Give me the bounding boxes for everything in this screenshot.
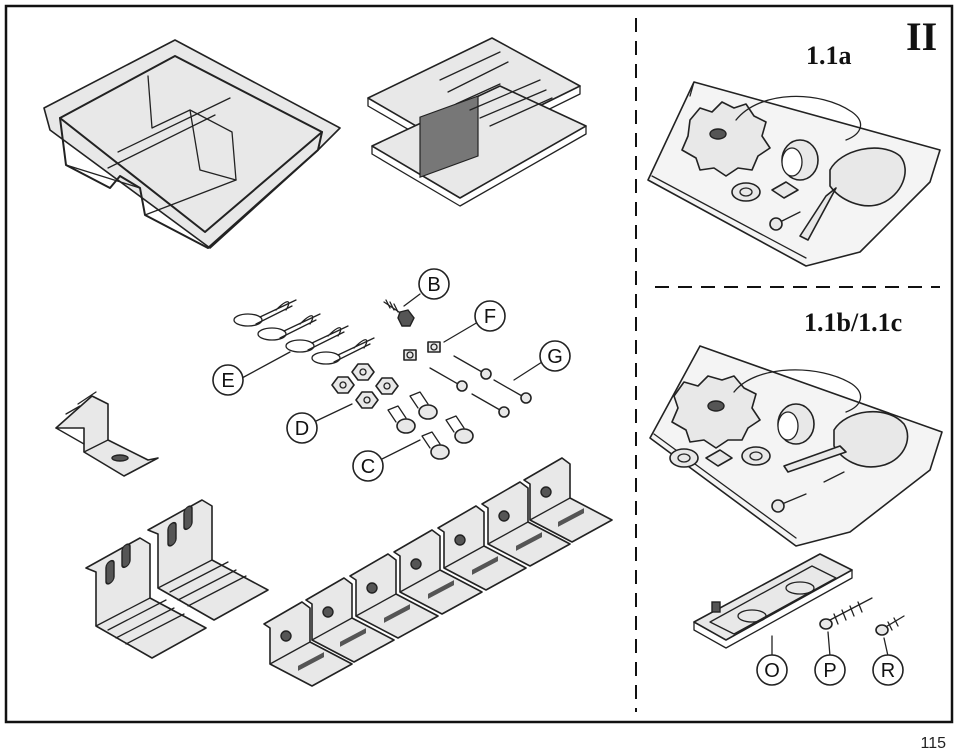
- svg-text:D: D: [295, 418, 309, 440]
- wood-screw: [819, 597, 873, 630]
- svg-text:F: F: [484, 306, 496, 328]
- part-label-c: C: [352, 450, 384, 482]
- svg-text:O: O: [764, 660, 780, 682]
- star-knob: [681, 101, 771, 177]
- small-angle-bracket: [55, 391, 159, 477]
- cylinder-cap-b: [777, 403, 815, 445]
- leader-line-p: [827, 631, 831, 657]
- packaging-tray: [43, 39, 341, 249]
- cylinder-cap: [781, 139, 819, 181]
- part-label-g: G: [539, 340, 571, 372]
- leader-line-d: [313, 403, 353, 423]
- leader-line-f: [443, 321, 479, 343]
- section-title-1-1b-1-1c: 1.1b/1.1c: [804, 308, 902, 337]
- small-brackets: [263, 457, 613, 687]
- svg-text:E: E: [221, 370, 234, 392]
- short-bolts: [387, 391, 474, 460]
- leader-line-r: [883, 637, 889, 657]
- leader-line-e: [241, 351, 291, 379]
- base-plate: [693, 553, 853, 649]
- hex-nuts: [331, 363, 399, 409]
- part-label-r: R: [872, 654, 904, 686]
- part-label-o: O: [756, 654, 788, 686]
- small-screw-1-1b: [771, 493, 807, 513]
- long-screws: [429, 355, 532, 418]
- star-knob-b: [671, 375, 761, 449]
- manual-booklets: [367, 37, 587, 207]
- part-label-e: E: [212, 364, 244, 396]
- svg-text:B: B: [427, 274, 440, 296]
- svg-text:G: G: [547, 346, 563, 368]
- leader-line-c: [379, 439, 421, 461]
- r-clips: [233, 299, 375, 365]
- part-label-f: F: [474, 300, 506, 332]
- svg-text:C: C: [361, 456, 375, 478]
- cord-b: [733, 369, 862, 413]
- page-number: 115: [920, 735, 946, 752]
- leader-line-b: [403, 293, 421, 307]
- handle-knob-b: [783, 410, 909, 473]
- cord: [735, 95, 862, 141]
- svg-text:R: R: [881, 660, 895, 682]
- hex-screw: [383, 299, 415, 327]
- handle-knob: [799, 147, 906, 241]
- cam-connectors: [403, 341, 441, 361]
- hardware-bag-1-1a: [647, 81, 941, 267]
- small-screw-1-1a: [769, 211, 801, 231]
- short-screw: [875, 615, 905, 636]
- part-label-b: B: [418, 268, 450, 300]
- hardware-bag-1-1b: [649, 345, 943, 547]
- svg-text:P: P: [823, 660, 836, 682]
- part-label-p: P: [814, 654, 846, 686]
- section-title-1-1a: 1.1a: [806, 41, 852, 70]
- diagram-border: [4, 4, 954, 724]
- leader-line-g: [513, 361, 543, 381]
- step-numeral: II: [906, 14, 937, 59]
- part-label-d: D: [286, 412, 318, 444]
- large-angle-brackets: [85, 499, 269, 659]
